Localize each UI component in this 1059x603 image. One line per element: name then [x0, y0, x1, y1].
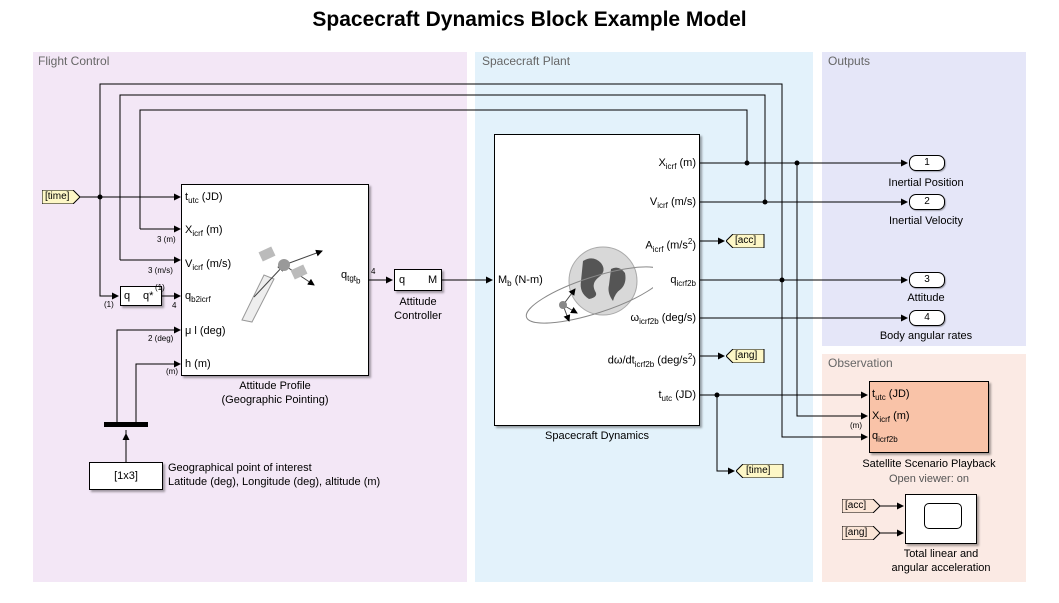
- page-title: Spacecraft Dynamics Block Example Model: [312, 8, 747, 31]
- outport-1-name: Inertial Position: [888, 177, 964, 189]
- from-acc-tag[interactable]: [acc]: [842, 499, 881, 513]
- outport-1[interactable]: 1: [909, 155, 945, 171]
- signal-label-4b: 4: [371, 267, 376, 276]
- constant-block[interactable]: [1x3]: [89, 462, 163, 490]
- profile-q-tgt-port: qtgtb: [341, 269, 361, 286]
- profile-t-utc-port: tutc (JD): [185, 191, 223, 206]
- quaternion-conjugate-block[interactable]: q q*: [120, 286, 162, 306]
- wire-v-loop: [139, 109, 748, 229]
- signal-label-4a: 4: [172, 301, 177, 310]
- signal-label-3m: 3 (m): [157, 235, 176, 244]
- from-time-label: [time]: [45, 191, 70, 202]
- observation-area-label: Observation: [828, 356, 893, 370]
- playback-q-port: qicrf2b: [872, 430, 898, 445]
- outport-4[interactable]: 4: [909, 310, 945, 326]
- controller-caption-2: Controller: [394, 310, 442, 322]
- dynamics-w-port: ωicrf2b (deg/s): [630, 312, 696, 327]
- scope-caption-2: angular acceleration: [891, 562, 991, 574]
- scope-block[interactable]: [905, 494, 977, 544]
- dynamics-a-port: Aicrf (m/s2): [645, 237, 696, 254]
- quat-out-port: q*: [143, 290, 154, 302]
- dynamics-q-port: qicrf2b: [670, 274, 696, 289]
- quat-in-port: q: [124, 290, 131, 302]
- profile-v-icrf-port: Vicrf (m/s): [185, 258, 232, 273]
- attitude-profile-block[interactable]: tutc (JD) Xicrf (m) Vicrf (m/s) qb2icrf …: [181, 184, 369, 376]
- dynamics-x-port: Xicrf (m): [658, 157, 696, 172]
- wire-x-to-playback: [796, 163, 868, 420]
- attitude-profile-caption-2: (Geographic Pointing): [221, 394, 329, 406]
- dynamics-dw-port: dω/dticrf2b (deg/s2): [607, 352, 696, 369]
- goto-ang-label: [ang]: [735, 350, 758, 361]
- spacecraft-dynamics-block[interactable]: Mb (N-m) Xicrf (m) Vicrf (m/s) Aicrf (m/…: [494, 134, 700, 426]
- playback-status[interactable]: Open viewer: on: [888, 473, 970, 485]
- wire-x-loop: [119, 94, 766, 260]
- controller-q-port: q: [399, 274, 406, 286]
- controller-m-port: M: [428, 274, 438, 286]
- wire-mux-mu: [116, 326, 181, 425]
- signal-label-m: (m): [166, 367, 178, 376]
- signal-label-m2: (m): [850, 421, 862, 430]
- profile-mu-port: μ l (deg): [185, 325, 226, 337]
- signal-label-2deg: 2 (deg): [148, 334, 174, 343]
- outputs-area-label: Outputs: [828, 54, 871, 68]
- satellite-icon: [241, 246, 323, 323]
- wire-time-to-quat: [99, 197, 119, 300]
- controller-caption-1: Attitude: [399, 296, 437, 308]
- constant-desc-1: Geographical point of interest: [168, 462, 312, 474]
- outport-4-name: Body angular rates: [879, 330, 973, 342]
- scope-caption-1: Total linear and: [903, 548, 979, 560]
- outport-2-name: Inertial Velocity: [889, 215, 963, 227]
- dynamics-t-port: tutc (JD): [658, 389, 696, 404]
- satellite-scenario-playback-block[interactable]: tutc (JD) Xicrf (m) qicrf2b: [869, 381, 989, 453]
- goto-ang-tag[interactable]: [ang]: [726, 349, 766, 363]
- from-time-tag[interactable]: [time]: [42, 190, 81, 204]
- signal-label-1a: (1): [155, 283, 165, 292]
- outport-3[interactable]: 3: [909, 272, 945, 288]
- goto-time-tag[interactable]: [time]: [736, 464, 784, 478]
- constant-value: [1x3]: [114, 470, 138, 482]
- playback-x-port: Xicrf (m): [872, 410, 910, 425]
- attitude-controller-block[interactable]: q M: [394, 269, 442, 291]
- dynamics-mb-port: Mb (N-m): [498, 274, 543, 289]
- flight-control-area-label: Flight Control: [38, 54, 110, 68]
- profile-x-icrf-port: Xicrf (m): [185, 224, 223, 239]
- constant-desc-2: Latitude (deg), Longitude (deg), altitud…: [168, 476, 381, 488]
- profile-q-b2icrf-port: qb2icrf: [185, 290, 211, 305]
- dynamics-caption: Spacecraft Dynamics: [545, 430, 649, 442]
- goto-acc-tag[interactable]: [acc]: [726, 234, 766, 248]
- outport-3-name: Attitude: [907, 292, 945, 304]
- signal-label-3ms: 3 (m/s): [148, 266, 173, 275]
- profile-h-port: h (m): [185, 358, 211, 370]
- spacecraft-plant-area-label: Spacecraft Plant: [482, 54, 571, 68]
- goto-time-label: [time]: [746, 465, 771, 476]
- wire-t-to-time: [716, 395, 735, 475]
- playback-t-port: tutc (JD): [872, 388, 910, 403]
- signal-label-1b: (1): [104, 300, 114, 309]
- wire-mux-h: [135, 360, 181, 425]
- attitude-profile-caption-1: Attitude Profile: [239, 380, 311, 392]
- playback-caption: Satellite Scenario Playback: [862, 458, 996, 470]
- mux-bar: [104, 422, 148, 427]
- from-ang-tag[interactable]: [ang]: [842, 526, 881, 540]
- from-ang-label: [ang]: [845, 527, 868, 538]
- outport-2[interactable]: 2: [909, 194, 945, 210]
- dynamics-v-port: Vicrf (m/s): [649, 196, 696, 211]
- wire-time-loop: [99, 83, 868, 441]
- from-acc-label: [acc]: [845, 500, 867, 511]
- goto-acc-label: [acc]: [735, 235, 757, 246]
- earth-orbit-icon: [525, 246, 653, 324]
- scope-screen-icon: [924, 503, 962, 529]
